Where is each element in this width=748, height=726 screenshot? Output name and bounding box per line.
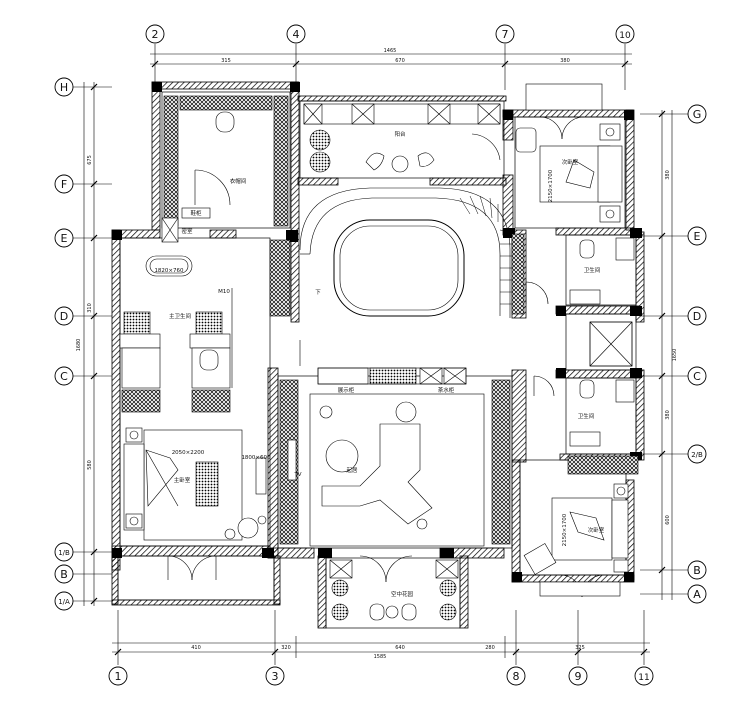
dim-top-seg-2: 670 [395,58,405,64]
label-tv: TV [293,472,301,478]
right-bathrooms [533,237,639,475]
axis-top-4: 4 [293,28,300,41]
label-guest-bed-size: 2150×1700 [562,513,568,546]
elevator-shaft [589,321,633,367]
label-guest-bedroom: 次卧室 [588,526,605,534]
axis-bubbles-bottom [108,666,654,686]
dim-bottom-seg-5: 325 [575,645,585,651]
dim-bottom-seg-2: 320 [281,645,291,651]
label-second-bed-size: 2150×1700 [548,169,554,202]
dimension-ticks [90,60,666,656]
axis-left-H: H [60,81,68,94]
label-tv-size: 1800×600 [241,455,271,461]
guest-balcony [539,581,621,597]
living-room [279,367,511,547]
top-balcony [303,103,501,173]
label-tea-cabinet: 茶水柜 [438,386,455,394]
second-bedroom [515,116,623,223]
dim-right-seg-3: 600 [665,515,671,525]
axis-right-C: C [693,370,701,383]
label-master-bath: 主卫生间 [169,312,191,320]
dim-top-overall: 1465 [384,48,397,54]
axis-bottom-11: 11 [638,673,649,683]
axis-left-E: E [61,232,68,245]
label-display-cabinet: 展示柜 [338,386,355,394]
axis-bottom-3: 3 [272,670,279,683]
axis-left-B: B [60,568,68,581]
axis-left-1A: 1/A [58,598,70,606]
axis-top-10: 10 [619,31,631,41]
label-master-bed-size: 2050×2200 [172,450,205,456]
axis-right-2B: 2/B [691,451,703,459]
axis-bottom-1: 1 [115,670,122,683]
axis-bubbles-top [145,24,635,44]
label-m10: M10 [218,289,230,295]
dim-left-overall: 1680 [76,339,82,352]
axis-left-C: C [60,370,68,383]
axis-bottom-8: 8 [513,670,520,683]
dim-left-seg-3: 580 [87,460,93,470]
guest-bedroom [523,483,629,598]
bedroom-balcony [525,83,603,111]
axis-right-E: E [694,230,701,243]
label-bathtub-size: 1820×760 [154,268,184,274]
sky-garden [329,555,459,621]
axis-top-7: 7 [502,28,509,41]
axis-left-1B: 1/B [58,549,70,557]
dim-right-seg-1: 380 [665,170,671,180]
label-cloakroom: 衣帽间 [230,177,247,185]
dim-right-overall: 1650 [672,349,678,362]
stair-hall [269,187,549,366]
label-second-bedroom: 次卧室 [562,158,579,166]
dim-right-seg-2: 380 [665,410,671,420]
dim-left-seg-1: 675 [87,155,93,165]
axis-right-D: D [693,310,701,323]
axis-top-2: 2 [152,28,159,41]
axis-right-B: B [693,564,701,577]
label-sky-garden: 空中花园 [391,590,414,598]
axis-left-F: F [61,178,67,191]
label-master-bedroom: 主卧室 [174,476,191,484]
master-bedroom [123,427,267,541]
dimension-lines [72,44,688,665]
dim-bottom-seg-1: 410 [191,645,201,651]
label-balcony: 阳台 [394,130,406,138]
axis-right-G: G [693,108,702,121]
dim-bottom-seg-4: 280 [485,645,495,651]
dim-bottom-overall: 1585 [374,654,387,660]
dim-top-seg-1: 315 [221,58,231,64]
dim-bottom-seg-3: 640 [395,645,405,651]
master-balcony-doors [167,555,217,581]
label-closet: 密室 [181,227,193,235]
master-bath [119,255,233,413]
dim-top-seg-3: 380 [560,58,570,64]
axis-left-D: D [60,310,68,323]
axis-bubbles-left [54,77,74,611]
label-bath-1: 卫生间 [584,266,601,274]
label-shoe-cabinet: 鞋柜 [190,209,202,217]
dim-left-seg-2: 310 [87,303,93,313]
axis-bottom-9: 9 [575,670,582,683]
columns [112,82,642,582]
label-living: 起居 [346,467,358,474]
label-stair-down: 下 [315,289,321,296]
axis-right-A: A [693,588,701,601]
cloakroom [161,95,289,243]
axis-bubbles-right [687,104,707,604]
label-bath-2: 卫生间 [578,412,595,420]
